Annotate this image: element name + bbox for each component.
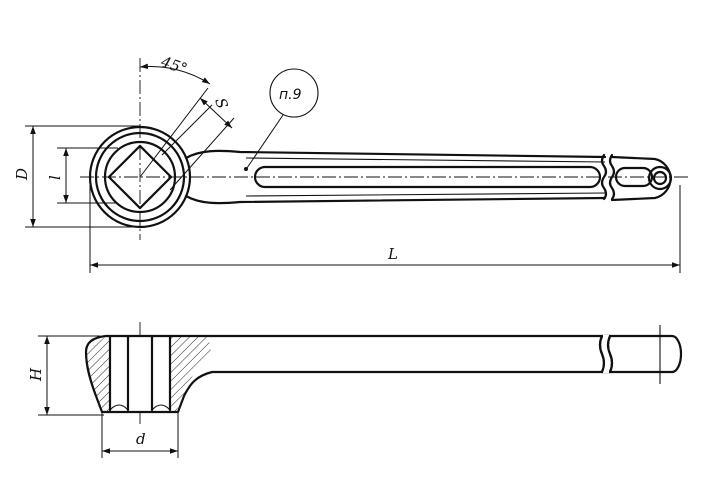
side-view: H d <box>27 322 683 458</box>
across-flats-dim <box>199 97 233 129</box>
end-hole-outer <box>647 165 673 191</box>
bore-diameter-label: d <box>136 430 146 448</box>
break-line-right <box>608 153 616 201</box>
square-socket <box>107 144 173 210</box>
head-inner-ring <box>103 140 177 214</box>
plan-view: 45° S п.9 D l L <box>13 52 690 273</box>
end-hole-inner <box>652 170 668 186</box>
inner-size-label: l <box>46 175 64 180</box>
break-line-left <box>600 153 608 201</box>
handle-end <box>610 155 672 202</box>
angle-arc <box>139 63 211 85</box>
side-outline <box>84 334 683 414</box>
across-flats-label: S <box>211 96 231 111</box>
note-leader <box>246 114 284 169</box>
head-middle-ring <box>94 131 186 223</box>
head-height-label: H <box>27 367 45 382</box>
angle-label: 45° <box>158 52 190 78</box>
handle-top-edge <box>184 149 607 160</box>
end-groove <box>614 166 654 188</box>
total-length-label: L <box>387 245 398 263</box>
note-bubble <box>269 68 319 118</box>
handle-bottom-edge <box>184 194 607 205</box>
outer-diameter-label: D <box>13 168 31 181</box>
note-label: п.9 <box>279 87 302 103</box>
handle-groove <box>253 165 602 189</box>
